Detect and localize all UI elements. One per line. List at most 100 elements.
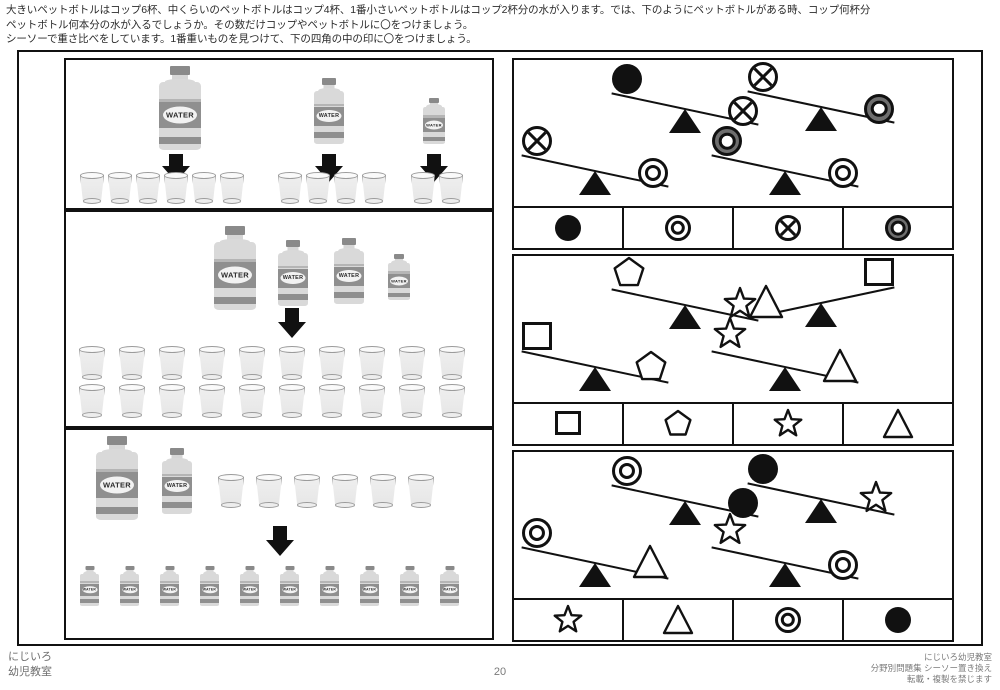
cup-rim: [319, 346, 345, 353]
seesaw-fulcrum: [769, 171, 801, 195]
bottle-stripe-top: [96, 469, 138, 472]
bottle-label-oval: WATER: [336, 270, 362, 283]
arrow-head: [266, 540, 294, 556]
choice-cell-x-circle[interactable]: [734, 208, 844, 248]
bottle-cap: [285, 566, 294, 570]
shape-gray-ring-right: [864, 93, 894, 124]
choice-cell-square[interactable]: [514, 404, 624, 444]
water-cup: [79, 346, 105, 380]
cup-base: [322, 374, 342, 380]
cup-base: [110, 198, 130, 204]
cup-rim: [411, 172, 435, 179]
bottle-stripe-top: [120, 580, 139, 584]
seesaw-area-2: [514, 256, 952, 402]
footer-credit: にじいろ幼児教室 分野別問題集 シーソー置き換え 転載・複製を禁じます: [871, 652, 992, 685]
bottle-shoulder: [122, 571, 137, 578]
water-cup: [256, 474, 282, 508]
bottle-stripe-bottom: [400, 599, 419, 604]
choice-cell-triangle[interactable]: [624, 600, 734, 640]
footer-brand-line-1: にじいろ: [8, 651, 52, 663]
cup-base: [82, 198, 102, 204]
shape-x-circle-left: [522, 126, 552, 157]
choice-cell-ring[interactable]: [624, 208, 734, 248]
choice-cell-gray-ring[interactable]: [844, 208, 952, 248]
water-bottle-tiny: WATER: [440, 566, 459, 606]
bottle-stripe-top: [240, 580, 259, 584]
water-bottle-medium: WATER: [334, 238, 364, 304]
bottle-stripe-top: [334, 263, 364, 267]
instruction-line-1: 大きいペットボトルはコップ6杯、中くらいのペットボトルはコップ4杯、1番小さいペ…: [6, 4, 871, 16]
water-cup: [119, 384, 145, 418]
footer-brand-line-2: 幼児教室: [8, 666, 52, 678]
shape-star-right: [858, 480, 894, 516]
worksheet-frame: WATER WATER WATER WATER WATER WATER WATER WAT…: [17, 50, 983, 646]
water-bottle-tiny: WATER: [200, 566, 219, 606]
cup-base: [336, 198, 356, 204]
seesaw-area-3: [514, 452, 952, 598]
bottle-cap: [325, 566, 334, 570]
water-cup: [319, 346, 345, 380]
shape-pentagon-choice: [663, 409, 693, 439]
choice-shape-holder: [665, 215, 691, 241]
instructions-block: 大きいペットボトルはコップ6杯、中くらいのペットボトルはコップ4杯、1番小さいペ…: [6, 3, 992, 47]
bottle-cap: [170, 448, 184, 455]
water-cup: [136, 172, 160, 204]
shape-ring-right: [828, 549, 858, 580]
bottle-label-oval: WATER: [163, 106, 197, 124]
bottle-label-band: WATER: [278, 268, 308, 288]
shape-star-choice: [772, 408, 804, 440]
seesaw-fulcrum: [669, 109, 701, 133]
bottle-stripe-top: [214, 259, 256, 262]
shape-ring-left: [522, 518, 552, 549]
choice-cell-triangle[interactable]: [844, 404, 952, 444]
water-cup: [332, 474, 358, 508]
choice-cell-pentagon[interactable]: [624, 404, 734, 444]
arrow-shaft: [427, 154, 441, 166]
bottle-shoulder: [164, 79, 196, 86]
bottle-shoulder: [82, 571, 97, 578]
bottle-label-band: WATER: [162, 476, 192, 496]
water-bottle-tiny: WATER: [240, 566, 259, 606]
choice-cell-star[interactable]: [734, 404, 844, 444]
bottle-shoulder: [338, 248, 360, 255]
shape-filled-circle-right: [728, 487, 758, 518]
bottle-cap: [286, 240, 300, 247]
cup-rim: [239, 384, 265, 391]
choice-cell-ring[interactable]: [734, 600, 844, 640]
choice-shape-holder: [772, 408, 804, 440]
choice-cell-filled-circle[interactable]: [844, 600, 952, 640]
seesaw-fulcrum: [805, 303, 837, 327]
water-cup: [359, 346, 385, 380]
shape-gray-ring-left: [712, 126, 742, 157]
shape-square-left: [522, 322, 552, 350]
seesaw: [520, 518, 670, 594]
cup-base: [280, 198, 300, 204]
cup-base: [364, 198, 384, 204]
bottle-cap: [405, 566, 414, 570]
page-number: 20: [493, 666, 507, 678]
choice-shape-holder: [885, 215, 911, 241]
bottle-stripe-bottom: [320, 599, 339, 604]
bottle-stripe-bottom: [214, 296, 256, 305]
bottle-label-oval: WATER: [282, 585, 297, 594]
bottle-shoulder: [362, 571, 377, 578]
water-cup: [399, 384, 425, 418]
bottle-label-band: WATER: [240, 583, 259, 596]
shape-triangle-right: [632, 544, 668, 580]
cup-rim: [192, 172, 216, 179]
water-cup: [164, 172, 188, 204]
cup-base: [282, 374, 302, 380]
choice-cell-filled-circle[interactable]: [514, 208, 624, 248]
cup-rim: [319, 384, 345, 391]
bottle-cap: [165, 566, 174, 570]
cup-base: [335, 502, 355, 508]
seesaw: [520, 126, 670, 202]
water-cup: [399, 346, 425, 380]
bottle-label-oval: WATER: [280, 272, 306, 285]
choice-cell-star[interactable]: [514, 600, 624, 640]
bottle-label-oval: WATER: [390, 276, 408, 286]
bottle-cap: [342, 238, 356, 245]
